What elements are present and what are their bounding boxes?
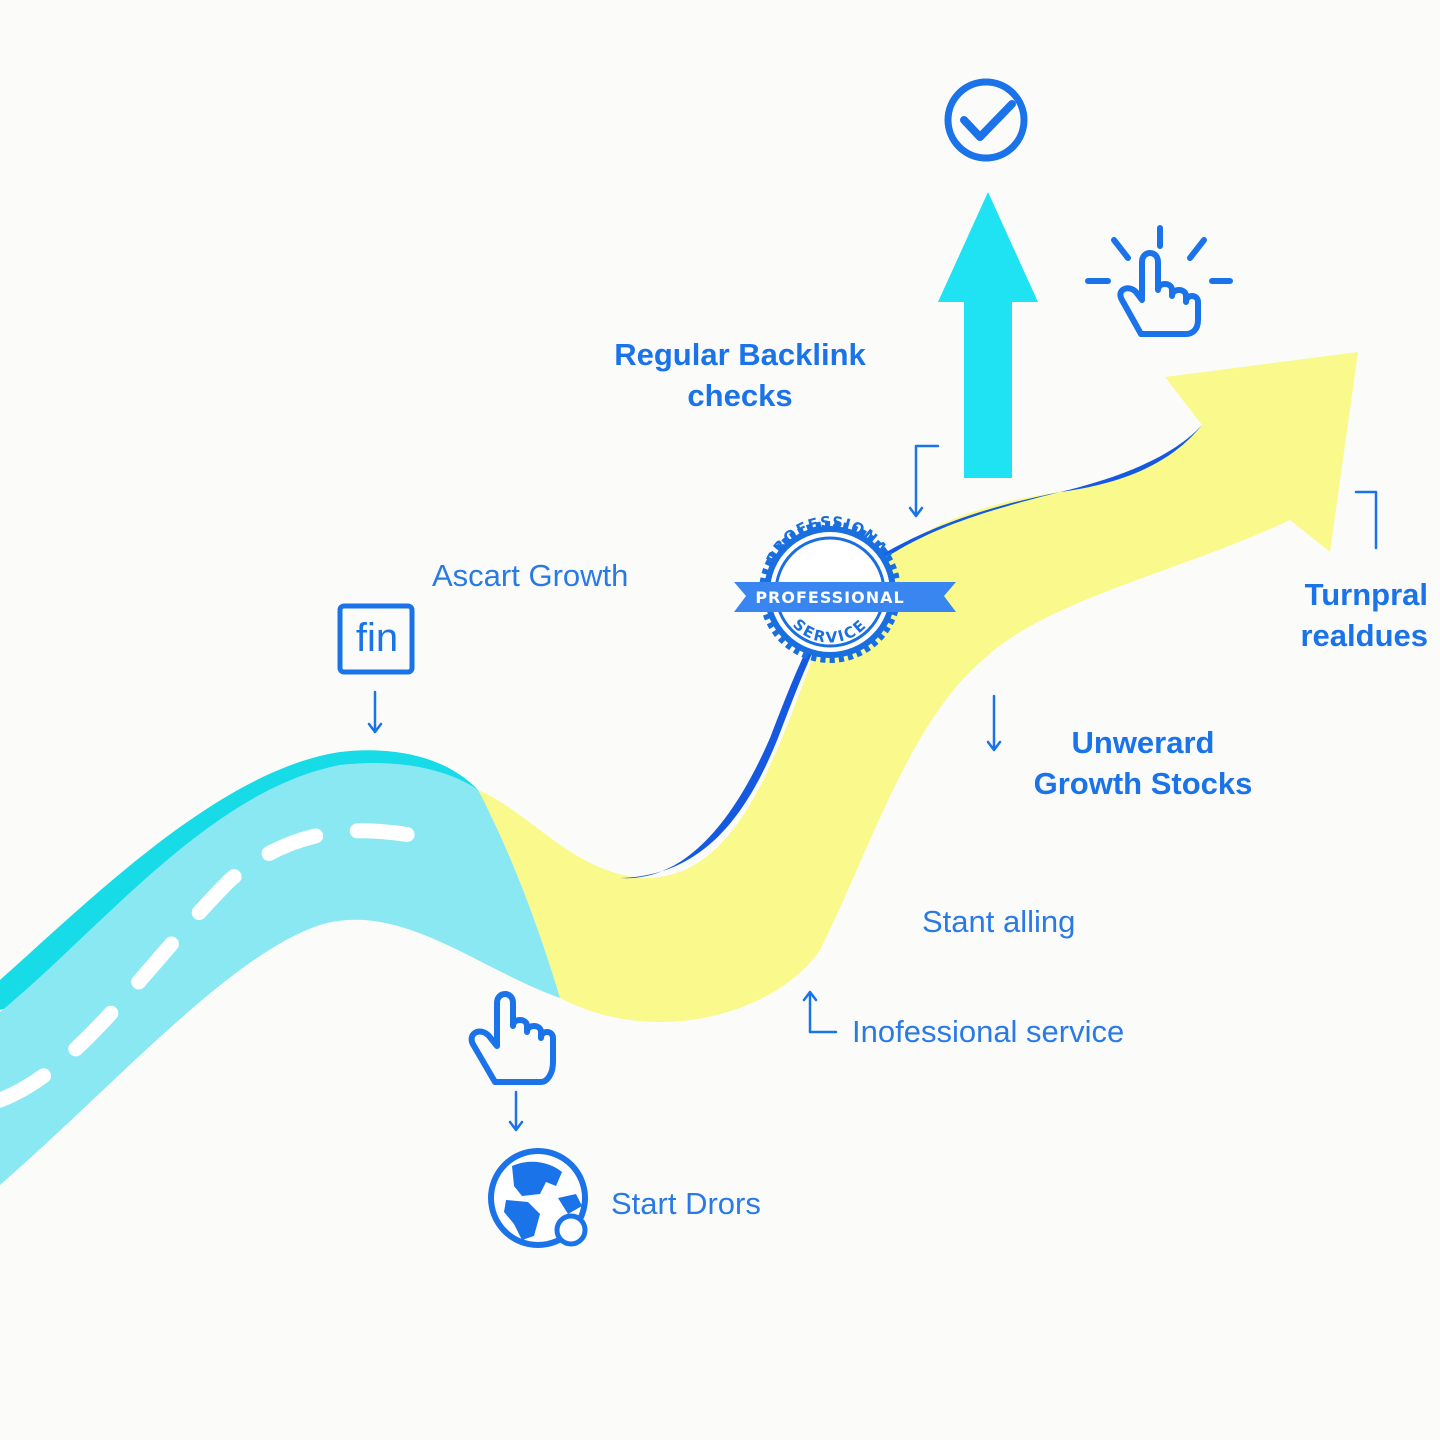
- connector-inofessional: [802, 990, 838, 1034]
- unwerard-line2: Growth Stocks: [1033, 766, 1253, 801]
- up-arrow-icon: [938, 192, 1038, 478]
- unwerard-line1: Unwerard: [1071, 725, 1215, 760]
- stant-alling-label: Stant alling: [922, 904, 1076, 939]
- connector-bracket-top: [908, 444, 940, 518]
- connector-bracket-right: [1354, 490, 1378, 550]
- regular-backlink-line2: checks: [687, 378, 793, 413]
- connector-hand-down: [508, 1090, 524, 1132]
- connector-lines: [367, 444, 1378, 1132]
- ascart-growth-label: Ascart Growth: [432, 558, 629, 593]
- turnpral-line1: Turnpral: [1304, 577, 1428, 612]
- globe-icon: [488, 1148, 588, 1248]
- unwerard-growth-stocks-label: Unwerard Growth Stocks: [1010, 722, 1276, 804]
- badge-ribbon: [734, 582, 956, 612]
- check-circle-icon: [944, 78, 1028, 162]
- regular-backlink-line1: Regular Backlink: [614, 337, 866, 372]
- connector-unwerard-down: [986, 694, 1002, 752]
- connector-fin-down: [367, 690, 383, 734]
- turnpral-line2: realdues: [1300, 618, 1428, 653]
- road-center-dashes: [0, 823, 418, 1108]
- fin-logo-text: fin: [355, 616, 399, 660]
- professional-service-badge: PROFESSIONAL SERVICE PROFESSIONAL: [734, 513, 956, 663]
- turnpral-realdues-label: Turnpral realdues: [1220, 574, 1428, 656]
- road-upper-section: [0, 762, 560, 1185]
- fin-logo-icon: [337, 603, 415, 675]
- pointing-hand-icon: [468, 991, 556, 1085]
- road-yellow-section: [478, 352, 1358, 1023]
- start-drors-label: Start Drors: [611, 1186, 761, 1221]
- growth-path: [0, 352, 1358, 1185]
- pointing-hand-click-icon: [1085, 225, 1233, 337]
- inofessional-service-label: Inofessional service: [852, 1014, 1125, 1049]
- road-blue-edge: [620, 425, 1202, 879]
- regular-backlink-checks-label: Regular Backlink checks: [590, 334, 890, 416]
- badge-ribbon-text: PROFESSIONAL: [755, 588, 904, 607]
